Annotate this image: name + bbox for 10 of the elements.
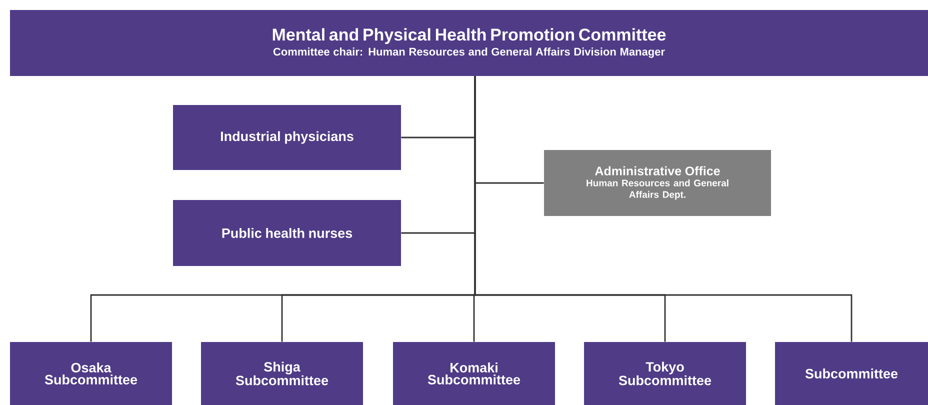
office-box: Administrative Office Human Resources and General Affairs Dept. [544,150,771,216]
subcommittee-box: Osaka Subcommittee [10,342,172,405]
subcommittee-box: Subcommittee [775,342,928,405]
subcommittee-box: Tokyo Subcommittee [584,342,746,405]
role-box: Public health nurses [173,200,401,266]
subcommittee-box: Komaki Subcommittee [393,342,555,405]
connector-line [474,76,852,342]
committee-box: Mental and Physical Health Promotion Committee Committee chair: Human Resources and General Affairs Division Manager [10,10,928,76]
subcommittee-box: Shiga Subcommittee [201,342,363,405]
role-box: Industrial physicians [173,105,401,170]
